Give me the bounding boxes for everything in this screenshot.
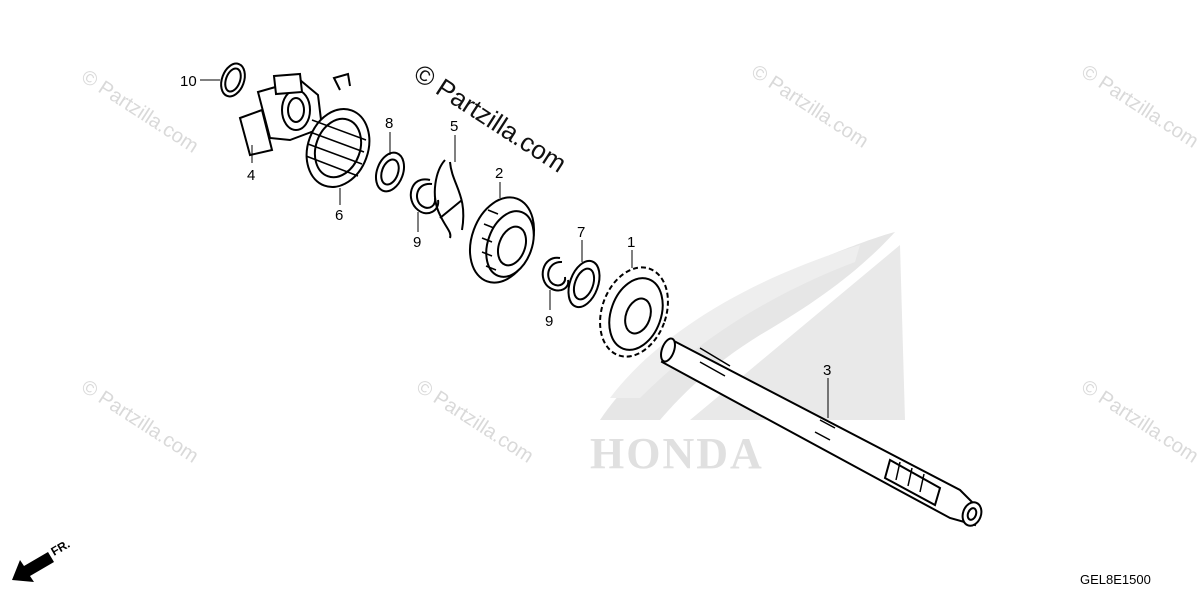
washer-part-7 — [567, 259, 601, 309]
callout-label-7: 7 — [577, 224, 585, 241]
spring-part-6 — [305, 72, 371, 188]
watermark-text: © Partzilla.com — [1077, 376, 1200, 468]
watermark-text: © Partzilla.com — [1077, 61, 1200, 153]
watermark-text: © Partzilla.com — [77, 376, 202, 468]
starter-guide-part-4 — [238, 72, 324, 157]
watermark-center-text: © Partzilla.com — [409, 58, 572, 179]
washer-part-8 — [374, 151, 406, 193]
callout-label-2: 2 — [495, 165, 503, 182]
spring-clip-part-5 — [433, 159, 465, 239]
callout-label-1: 1 — [627, 234, 635, 251]
diagram-code: GEL8E1500 — [1080, 572, 1151, 587]
circlip-part-9-lower — [541, 256, 570, 292]
ratchet-part-2 — [469, 196, 535, 284]
arrow-icon — [12, 552, 54, 582]
front-direction-arrow: FR. — [12, 537, 72, 582]
callout-label-5: 5 — [450, 118, 458, 135]
callout-label-9: 9 — [413, 234, 421, 251]
callout-label-3: 3 — [823, 362, 831, 379]
direction-label: FR. — [49, 537, 73, 559]
honda-wing-logo: HONDA — [590, 232, 905, 478]
watermark-text: © Partzilla.com — [747, 61, 872, 153]
callout-group — [200, 79, 829, 418]
watermark-text: © Partzilla.com — [412, 376, 537, 468]
callout-label-10: 10 — [180, 73, 197, 90]
callout-label-6: 6 — [335, 207, 343, 224]
callout-labels: 10 4 6 8 9 5 2 9 7 1 3 — [180, 73, 831, 379]
gear-part-1 — [599, 266, 669, 358]
callout-label-4: 4 — [247, 167, 255, 184]
honda-logo-text: HONDA — [590, 429, 764, 478]
spindle-shaft-part-3 — [660, 337, 983, 527]
circlip-part-10 — [220, 62, 246, 98]
callout-label-9: 9 — [545, 313, 553, 330]
callout-label-8: 8 — [385, 115, 393, 132]
